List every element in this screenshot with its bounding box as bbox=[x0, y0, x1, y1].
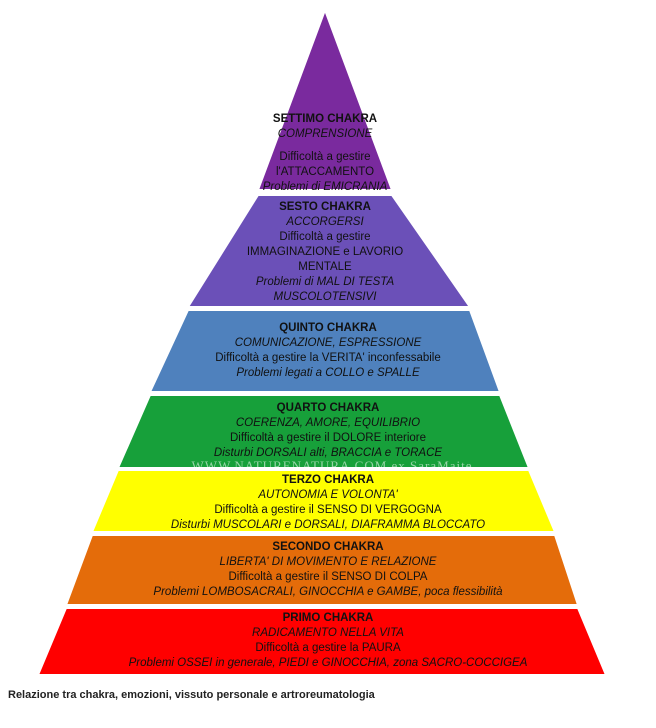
layer-6-quality: ACCORGERSI bbox=[286, 216, 364, 228]
layer-band-7 bbox=[256, 7, 394, 191]
layer-7-text: SETTIMO CHAKRA COMPRENSIONE Difficoltà a… bbox=[225, 112, 425, 195]
layer-1-quality: RADICAMENTO NELLA VITA bbox=[252, 627, 404, 639]
layer-4-problems-line: Disturbi DORSALI alti, BRACCIA e TORACE bbox=[213, 447, 443, 459]
layer-6-difficulty-line: Difficoltà a gestire bbox=[279, 231, 371, 243]
layer-6-difficulty-line: IMMAGINAZIONE e LAVORIO bbox=[246, 246, 404, 258]
layer-6-difficulty-line: MENTALE bbox=[298, 261, 352, 273]
layer-7-difficulty-line: Difficoltà a gestire bbox=[279, 151, 371, 163]
layer-2-quality: LIBERTA' DI MOVIMENTO E RELAZIONE bbox=[219, 556, 437, 568]
layer-band-6 bbox=[186, 194, 472, 308]
layer-5-difficulty-line: Difficoltà a gestire la VERITA' inconfes… bbox=[215, 352, 441, 364]
layer-7-problems-line: Problemi di EMICRANIA bbox=[262, 181, 388, 193]
layer-6-title: SESTO CHAKRA bbox=[279, 201, 371, 213]
layer-3-difficulty-line: Difficoltà a gestire il SENSO DI VERGOGN… bbox=[214, 504, 442, 516]
layer-4-text: QUARTO CHAKRA COERENZA, AMORE, EQUILIBRI… bbox=[140, 401, 516, 461]
layer-3-quality: AUTONOMIA E VOLONTA' bbox=[258, 489, 398, 501]
layer-2-difficulty-line: Difficoltà a gestire il SENSO DI COLPA bbox=[228, 571, 428, 583]
layer-4-difficulty-line: Difficoltà a gestire il DOLORE interiore bbox=[230, 432, 426, 444]
layer-5-quality: COMUNICAZIONE, ESPRESSIONE bbox=[234, 337, 422, 349]
layer-1-title: PRIMO CHAKRA bbox=[282, 612, 374, 624]
layer-4-title: QUARTO CHAKRA bbox=[276, 402, 380, 414]
figure-caption: Relazione tra chakra, emozioni, vissuto … bbox=[8, 689, 375, 701]
layer-2-title: SECONDO CHAKRA bbox=[272, 541, 384, 553]
layer-4-quality: COERENZA, AMORE, EQUILIBRIO bbox=[235, 417, 421, 429]
layer-5-title: QUINTO CHAKRA bbox=[279, 322, 377, 334]
layer-2-text: SECONDO CHAKRA LIBERTA' DI MOVIMENTO E R… bbox=[96, 540, 560, 600]
layer-7-quality: COMPRENSIONE bbox=[277, 128, 373, 140]
layer-1-difficulty-line: Difficoltà a gestire la PAURA bbox=[255, 642, 401, 654]
layer-band-2 bbox=[64, 534, 580, 606]
layer-1-text: PRIMO CHAKRA RADICAMENTO NELLA VITA Diff… bbox=[70, 611, 586, 671]
chakra-pyramid bbox=[36, 7, 608, 676]
layer-band-1 bbox=[36, 607, 608, 676]
watermark: WWW.NATURENATURA.COM ex SaraMaite bbox=[191, 458, 473, 473]
layer-1-problems-line: Problemi OSSEI in generale, PIEDI e GINO… bbox=[128, 657, 528, 669]
layer-3-text: TERZO CHAKRA AUTONOMIA E VOLONTA' Diffic… bbox=[120, 473, 536, 533]
layer-2-problems-line: Problemi LOMBOSACRALI, GINOCCHIA e GAMBE… bbox=[153, 586, 503, 598]
layer-6-text: SESTO CHAKRA ACCORGERSI Difficoltà a ges… bbox=[205, 200, 445, 305]
layer-3-title: TERZO CHAKRA bbox=[282, 474, 374, 486]
layer-7-title: SETTIMO CHAKRA bbox=[272, 113, 378, 125]
layer-6-problems-line: Problemi di MAL DI TESTA bbox=[255, 276, 395, 288]
layer-5-problems-line: Problemi legati a COLLO e SPALLE bbox=[236, 367, 420, 379]
layer-3-problems-line: Disturbi MUSCOLARI e DORSALI, DIAFRAMMA … bbox=[170, 519, 486, 531]
layer-band-5 bbox=[148, 309, 502, 393]
layer-band-3 bbox=[90, 469, 557, 533]
layer-5-text: QUINTO CHAKRA COMUNICAZIONE, ESPRESSIONE… bbox=[170, 321, 486, 381]
layer-band-4 bbox=[116, 394, 531, 469]
layer-6-problems-line: MUSCOLOTENSIVI bbox=[273, 291, 377, 303]
layer-7-difficulty-line: l'ATTACCAMENTO bbox=[275, 166, 375, 178]
